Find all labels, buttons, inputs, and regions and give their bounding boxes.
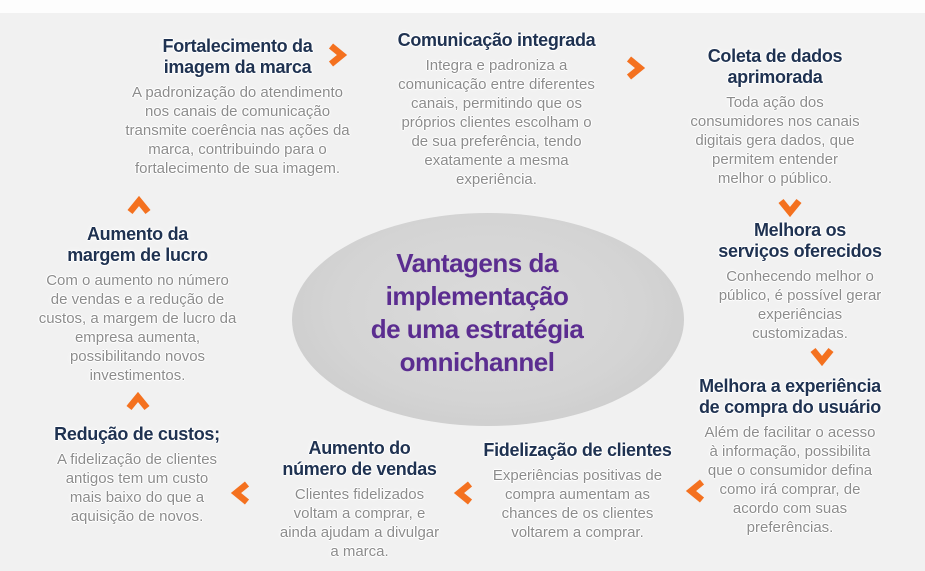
node-description: A padronização do atendimento nos canais… xyxy=(125,84,350,177)
node-title: Fortalecimento da imagem da marca xyxy=(162,36,313,77)
node-aumento-margem-lucro: Aumento da margem de lucro Com o aumento… xyxy=(15,224,260,385)
node-comunicacao-integrada: Comunicação integrada Integra e padroniz… xyxy=(374,30,619,189)
flow-arrow-left-icon xyxy=(230,481,254,505)
flow-arrow-up-icon xyxy=(126,391,150,415)
flow-arrow-right-icon xyxy=(622,56,646,80)
flow-arrow-down-icon xyxy=(778,194,802,218)
node-title: Aumento da margem de lucro xyxy=(67,224,208,265)
node-reducao-custos: Redução de custos; A fidelização de clie… xyxy=(22,424,252,526)
node-description: Conhecendo melhor o público, é possível … xyxy=(718,268,882,342)
center-ellipse xyxy=(292,213,684,426)
node-description: Além de facilitar o acesso à informação,… xyxy=(704,424,876,536)
node-title: Fidelização de clientes xyxy=(483,440,672,460)
node-fortalecimento-imagem-marca: Fortalecimento da imagem da marca A padr… xyxy=(105,36,370,178)
node-coleta-dados-aprimorada: Coleta de dados aprimorada Toda ação dos… xyxy=(655,46,895,188)
flow-arrow-left-icon xyxy=(685,479,709,503)
node-aumento-numero-vendas: Aumento do número de vendas Clientes fid… xyxy=(242,438,477,561)
flow-arrow-right-icon xyxy=(324,43,348,67)
node-description: A fidelização de clientes antigos tem um… xyxy=(56,451,218,525)
node-fidelizacao-clientes: Fidelização de clientes Experiências pos… xyxy=(455,440,700,542)
flow-arrow-left-icon xyxy=(453,481,477,505)
top-margin-strip xyxy=(0,0,925,13)
node-title: Comunicação integrada xyxy=(397,30,596,50)
node-description: Com o aumento no número de vendas e a re… xyxy=(38,272,237,384)
flow-arrow-up-icon xyxy=(127,195,151,219)
node-description: Toda ação dos consumidores nos canais di… xyxy=(690,94,860,187)
node-title: Aumento do número de vendas xyxy=(282,438,437,479)
diagram-title: Vantagens da implementação de uma estrat… xyxy=(370,248,584,377)
node-melhora-experiencia-compra: Melhora a experiência de compra do usuár… xyxy=(655,376,925,537)
node-melhora-servicos-oferecidos: Melhora os serviços oferecidos Conhecend… xyxy=(675,220,925,343)
node-title: Melhora os serviços oferecidos xyxy=(718,220,882,261)
node-description: Clientes fidelizados voltam a comprar, e… xyxy=(279,486,440,560)
flow-arrow-down-icon xyxy=(810,343,834,367)
node-title: Redução de custos; xyxy=(54,424,220,444)
node-title: Coleta de dados aprimorada xyxy=(707,46,843,87)
node-description: Integra e padroniza a comunicação entre … xyxy=(398,57,595,188)
node-title: Melhora a experiência de compra do usuár… xyxy=(698,376,882,417)
node-description: Experiências positivas de compra aumenta… xyxy=(492,467,663,541)
